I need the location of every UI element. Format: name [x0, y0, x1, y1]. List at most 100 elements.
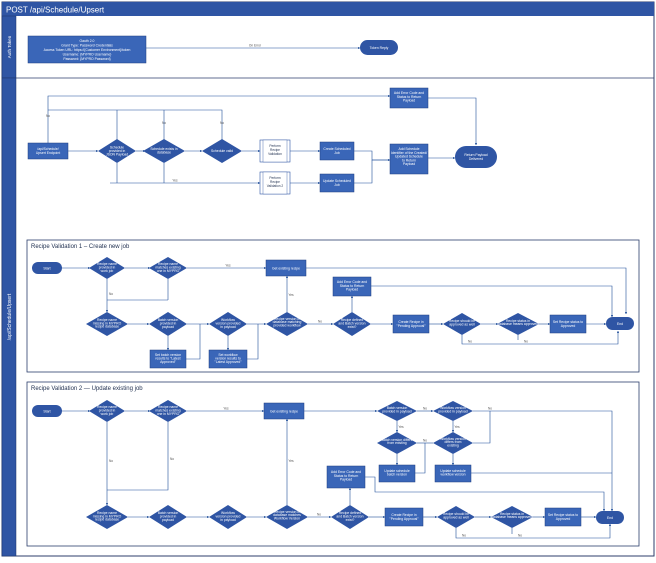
decision-exists [143, 139, 185, 163]
rv1-panel [26, 239, 640, 373]
rv1-end-label: End [617, 322, 623, 326]
rv1-no-4: No [524, 340, 528, 344]
rv2-yes-2: Yes [398, 425, 404, 429]
rv2-edge-11 [415, 443, 426, 474]
rv2-d-ok [331, 505, 369, 529]
rv1-edge-approve-no [461, 330, 620, 345]
rv2-end [596, 511, 624, 524]
rv2-edge-9 [473, 411, 491, 444]
rv2-d-status [491, 506, 533, 528]
rv1-edge-error-end [371, 285, 614, 318]
rv1-no-2: No [318, 320, 322, 324]
rv1-no-1: No [109, 292, 113, 296]
rv1-start-label: Start [43, 267, 50, 271]
rv2-d-match [149, 400, 187, 422]
auth-line-1: Grant Type: Password Credentials [61, 44, 113, 48]
rv1-yes-1: Yes [225, 264, 231, 268]
rv2-no-5: No [518, 534, 522, 538]
rv1-edge-batch-back [186, 324, 201, 360]
rv2-d-batch [377, 401, 417, 421]
rv1-start [32, 262, 62, 274]
auth-line-0: Oauth 2.0 [80, 39, 95, 43]
decision-valid-label: Schedule valid [211, 149, 233, 153]
token-reply-label: Token Reply [370, 46, 389, 50]
rv1-title: Recipe Validation 1 – Create new job [31, 244, 130, 250]
auth-request-box [27, 35, 147, 64]
edge-error-return [428, 97, 478, 146]
rv1-get-existing-label: Get existing recipe [272, 267, 300, 271]
rv2-edge-error-end [365, 476, 606, 512]
rv1-yes-2: Yes [288, 293, 294, 297]
edge-label-no-3: No [220, 121, 224, 125]
rv2-yes-1: Yes [223, 407, 229, 411]
edge-top-loop [47, 94, 391, 143]
rv2-no-3: No [317, 513, 321, 517]
edge-update-id [354, 160, 373, 184]
rv2-no-b: No [488, 407, 492, 411]
rv2-d-missing [86, 505, 128, 529]
edge-label-yes: Yes [172, 179, 178, 183]
rv1-edge-existing-end [306, 267, 628, 315]
rv2-edge-approve-no [455, 523, 612, 539]
rv2-d-batch-diff [377, 432, 417, 454]
rv2-edge-wf-end [473, 410, 614, 512]
lane-label-auth: Auth Token [7, 35, 12, 58]
auth-line-4: Password: {MYPRO Password} [63, 57, 111, 61]
rv1-d-exists [266, 312, 308, 336]
recipe-validation-b [262, 171, 288, 195]
rv1-d-approve [443, 313, 481, 335]
rv1-create-pending-label: Create Recipe in"Pending Approval" [397, 320, 427, 328]
rv1-d-missing [86, 312, 128, 336]
rv1-edge-wf-back [247, 324, 259, 360]
rv2-d-wf2 [209, 505, 247, 529]
lane-label-main: /api/Schedule/Upsert [7, 293, 13, 340]
upsert-endpoint-label: /api/Schedule/Upsert Endpoint [36, 147, 60, 155]
rv1-d-wf [209, 312, 247, 336]
recipe-validation-a [262, 139, 288, 163]
rv2-title: Recipe Validation 2 — Update existing jo… [31, 386, 143, 392]
rv2-d-wf [433, 401, 473, 421]
page-title: POST /api/Schedule/Upsert [6, 5, 105, 14]
rv1-d-provided [89, 257, 125, 279]
rv2-upd-batch [378, 464, 416, 483]
rv2-d-exists [266, 505, 308, 529]
rv1-end [606, 317, 634, 330]
rv2-start-label: Start [43, 410, 50, 414]
lane-header-main [1, 77, 17, 557]
rv2-get-existing-label: Get existing recipe [270, 410, 298, 414]
rv1-d-status [497, 313, 539, 335]
rv2-create-pending-label: Create Recipe in"Pending Approval" [390, 513, 420, 521]
rv2-d-approve [437, 506, 475, 528]
rv2-start [32, 405, 62, 417]
decision-valid [202, 139, 242, 163]
